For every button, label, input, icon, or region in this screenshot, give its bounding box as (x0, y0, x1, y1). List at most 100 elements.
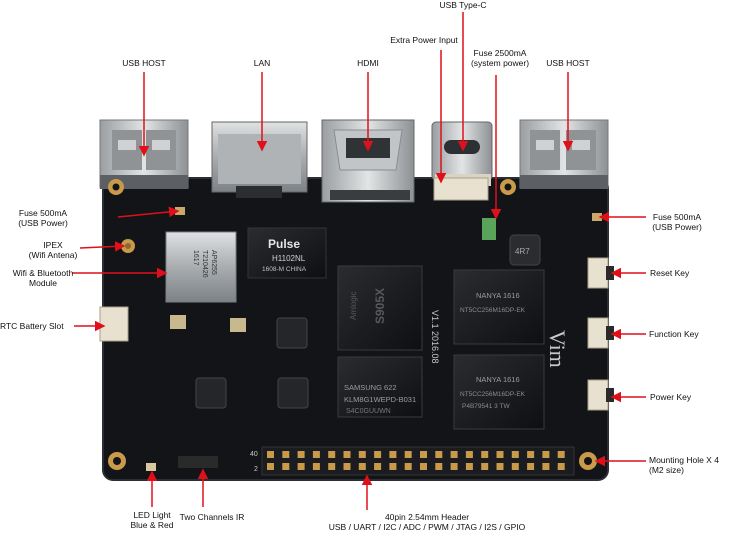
svg-text:KLM8G1WEPD-B031: KLM8G1WEPD-B031 (344, 395, 416, 404)
label-extra-power: Extra Power Input (390, 35, 458, 45)
svg-text:NANYA 1616: NANYA 1616 (476, 291, 520, 300)
label-ipex: IPEX(Wifi Antena) (28, 240, 78, 260)
header-pin (374, 451, 382, 458)
header-pin (282, 451, 290, 458)
ram-chip-bottom: NANYA 1616 NT5CC256M16DP-EK P4B79541 3 T… (453, 354, 545, 430)
rtc-battery-slot (99, 306, 129, 342)
svg-text:1608-M CHINA: 1608-M CHINA (262, 266, 307, 273)
label-fuse-500-left: Fuse 500mA(USB Power) (18, 208, 68, 228)
header-pin (267, 451, 274, 458)
annotation-arrows (72, 12, 646, 510)
label-usb-host-left: USB HOST (122, 58, 166, 68)
label-mounting-hole: Mounting Hole X 4(M2 size) (649, 455, 719, 475)
header-pin (465, 451, 473, 458)
svg-text:2: 2 (254, 466, 258, 473)
version-print: V1.1 2016.08 (430, 310, 440, 364)
header-pin (420, 451, 427, 458)
svg-text:Pulse: Pulse (268, 237, 300, 251)
header-pin (358, 463, 366, 470)
label-usb-typec: USB Type-C (439, 0, 487, 10)
header-pin (312, 451, 320, 458)
label-ir: Two Channels IR (179, 512, 245, 522)
header-pin (435, 451, 443, 458)
label-hdmi: HDMI (357, 58, 379, 68)
pulse-transformer: Pulse H1102NL 1608-M CHINA (247, 227, 327, 279)
header-pin (496, 451, 504, 458)
svg-text:NT5CC256M16DP-EK: NT5CC256M16DP-EK (460, 391, 526, 398)
svg-text:P4B79541 3 TW: P4B79541 3 TW (462, 403, 510, 410)
soc-chip: Amlogic S905X (337, 265, 423, 351)
header-pin (343, 463, 351, 470)
header-pin (312, 463, 320, 470)
label-fuse-2500: Fuse 2500mA(system power) (470, 48, 530, 68)
header-pin (557, 463, 565, 470)
header-pin (450, 451, 458, 458)
header-pin (404, 463, 412, 470)
function-key (587, 317, 614, 349)
led-light (146, 463, 156, 471)
svg-text:4R7: 4R7 (515, 247, 530, 256)
header-pin (328, 451, 336, 458)
label-reset-key: Reset Key (650, 268, 690, 278)
label-lan: LAN (253, 58, 271, 68)
header-pin (343, 451, 351, 458)
header-pin (465, 463, 473, 470)
header-pin (527, 451, 535, 458)
header-pin (557, 451, 565, 458)
emmc-chip: SAMSUNG 622 KLM8G1WEPD-B031 S4C0GUUWN (337, 356, 423, 418)
reset-key (587, 257, 614, 289)
ir-receiver (178, 456, 218, 468)
header-pin (542, 451, 550, 458)
svg-text:1617: 1617 (192, 250, 199, 266)
fuse-500ma-left (175, 207, 185, 215)
svg-text:40: 40 (250, 451, 258, 458)
label-rtc: RTC Battery Slot (0, 321, 64, 331)
header-pin (527, 463, 535, 470)
svg-text:S4C0GUUWN: S4C0GUUWN (346, 408, 391, 415)
header-pin (542, 463, 550, 470)
ram-chip-top: NANYA 1616 NT5CC256M16DP-EK (453, 269, 545, 345)
header-pin (389, 451, 397, 458)
extra-power-connector (433, 177, 489, 201)
header-pin (282, 463, 290, 470)
wifi-bt-module: AP6255 T210426 1617 (165, 231, 237, 303)
header-pin (496, 463, 504, 470)
svg-text:NT5CC256M16DP-EK: NT5CC256M16DP-EK (460, 307, 526, 314)
header-pin (267, 463, 274, 470)
header-pin (511, 463, 519, 470)
header-pin (511, 451, 519, 458)
usb-host-right-port (519, 119, 609, 189)
label-power-key: Power Key (650, 392, 692, 402)
header-pin (435, 463, 443, 470)
fuse-2500ma (482, 218, 496, 240)
power-key (587, 379, 614, 411)
header-pin (358, 451, 366, 458)
gpio-header: 40 2 (250, 446, 575, 476)
header-pin (481, 463, 489, 470)
svg-text:T210426: T210426 (201, 250, 208, 278)
header-pin (374, 463, 382, 470)
header-pin (328, 463, 336, 470)
header-pin (481, 451, 489, 458)
header-pin (404, 451, 412, 458)
header-pin (450, 463, 458, 470)
header-pin (420, 463, 427, 470)
header-pin (297, 451, 305, 458)
svg-text:AP6255: AP6255 (210, 250, 217, 275)
fuse-500ma-right (592, 213, 602, 221)
header-pin (389, 463, 397, 470)
header-pin (297, 463, 305, 470)
svg-text:NANYA 1616: NANYA 1616 (476, 375, 520, 384)
svg-text:S905X: S905X (373, 288, 387, 324)
svg-text:H1102NL: H1102NL (272, 254, 306, 263)
label-fuse-500-right: Fuse 500mA(USB Power) (652, 212, 702, 232)
lan-port (211, 121, 308, 198)
svg-text:Amlogic: Amlogic (349, 292, 358, 320)
svg-text:SAMSUNG 622: SAMSUNG 622 (344, 383, 397, 392)
brand-print: Vim (545, 330, 570, 368)
label-function-key: Function Key (649, 329, 699, 339)
